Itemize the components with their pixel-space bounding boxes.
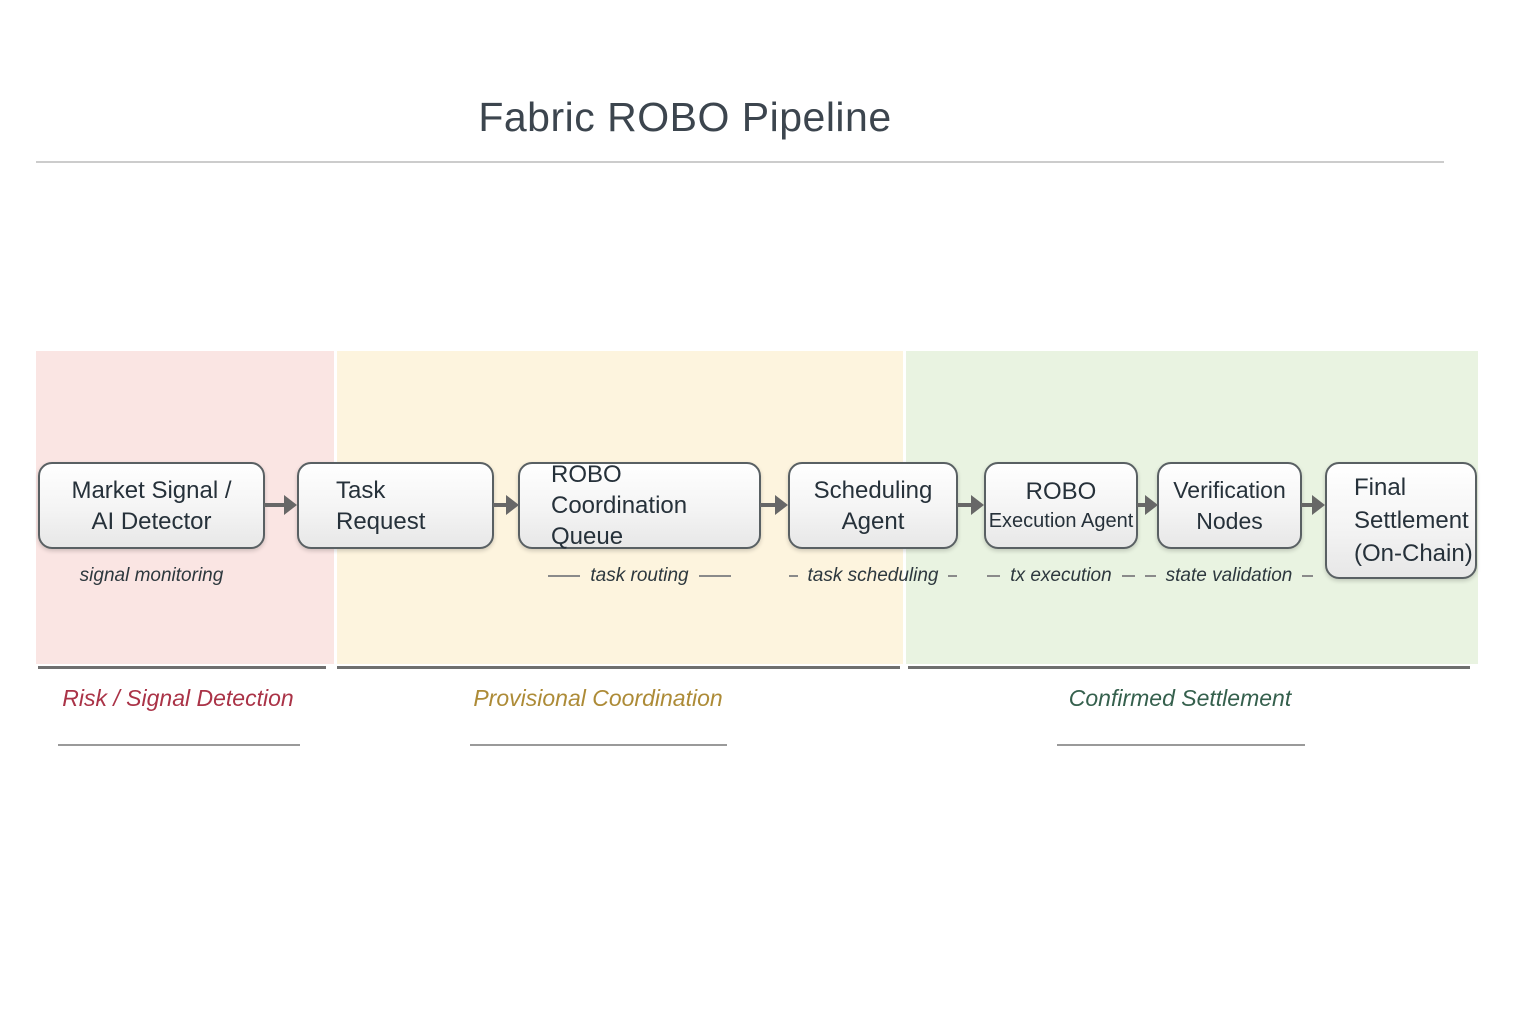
page-title: Fabric ROBO Pipeline (478, 94, 892, 140)
dash-decoration (788, 575, 798, 577)
dash-decoration (1121, 575, 1135, 577)
node-label-line: Settlement (1354, 507, 1469, 534)
node-verification-nodes: Verification Nodes (1157, 462, 1302, 549)
node-label-line: (On-Chain) (1354, 540, 1473, 567)
node-sublabel-state-validation: state validation (1128, 562, 1330, 590)
flow-arrow-icon (264, 495, 297, 515)
node-label-line: Agent (841, 507, 905, 535)
node-label-line: AI Detector (91, 507, 212, 535)
sublabel-text: task scheduling (807, 565, 939, 586)
node-label-line: Market Signal / (71, 476, 232, 504)
dash-decoration (1144, 575, 1156, 577)
node-sublabel-task-routing: task routing (518, 562, 761, 590)
flow-arrow-icon (1137, 495, 1158, 515)
node-sublabel-signal-monitoring: signal monitoring (38, 562, 265, 590)
node-label-line: Verification (1173, 476, 1286, 503)
dash-decoration (548, 575, 581, 577)
dash-decoration (948, 575, 958, 577)
zone-label-provisional: Provisional Coordination (473, 685, 723, 711)
node-sublabel-task-scheduling: task scheduling (770, 562, 976, 590)
zone-label-risk: Risk / Signal Detection (62, 685, 294, 711)
sublabel-text: state validation (1165, 565, 1293, 586)
node-market-signal: Market Signal / AI Detector (38, 462, 265, 549)
node-label-line: Request (336, 507, 426, 535)
node-label-line: Task (336, 476, 386, 504)
flow-arrow-icon (957, 495, 984, 515)
zone-label-underline (1057, 744, 1305, 746)
node-label-line: Execution Agent (988, 510, 1134, 532)
zone-confirmed-baseline (908, 666, 1470, 669)
zone-label-underline (470, 744, 727, 746)
node-label-line: ROBO (551, 461, 622, 488)
flow-arrow-icon (493, 495, 519, 515)
node-robo-execution-agent: ROBO Execution Agent (984, 462, 1138, 549)
node-label-line: Coordination Queue (551, 492, 688, 550)
node-sublabel-tx-execution: tx execution (958, 562, 1164, 590)
sublabel-text: task routing (590, 565, 689, 586)
node-scheduling-agent: Scheduling Agent (788, 462, 958, 549)
zone-risk-baseline (38, 666, 326, 669)
flow-arrow-icon (760, 495, 788, 515)
node-task-request: Task Request (297, 462, 494, 549)
node-label-line: Nodes (1196, 507, 1263, 534)
title-divider (36, 161, 1444, 163)
zone-provisional-baseline (337, 666, 900, 669)
dash-decoration (987, 575, 1001, 577)
zone-label-confirmed: Confirmed Settlement (1068, 685, 1292, 711)
dash-decoration (1302, 575, 1314, 577)
node-label-line: Final (1354, 474, 1407, 501)
node-label-line: Scheduling (813, 476, 933, 504)
node-robo-coordination-queue: ROBO Coordination Queue (518, 461, 761, 550)
zone-label-underline (58, 744, 300, 746)
node-label-line: ROBO (1025, 478, 1097, 505)
dash-decoration (698, 575, 731, 577)
flow-arrow-icon (1301, 495, 1325, 515)
sublabel-text: tx execution (1010, 565, 1112, 586)
sublabel-text: signal monitoring (79, 565, 224, 586)
node-final-settlement: Final Settlement (On-Chain) (1325, 462, 1477, 579)
